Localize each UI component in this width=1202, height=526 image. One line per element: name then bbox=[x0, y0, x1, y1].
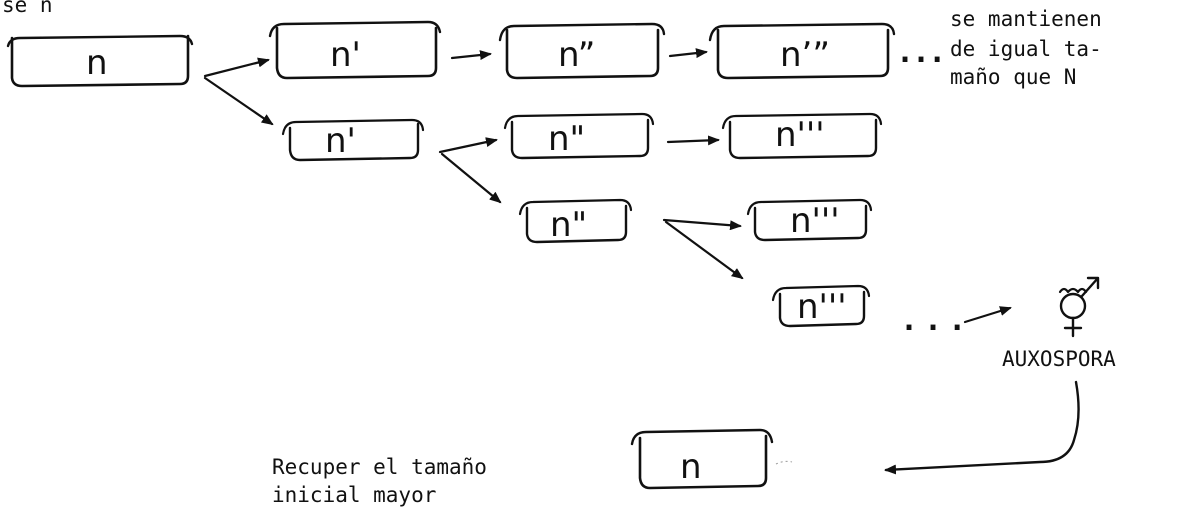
cell-row2-3: n''' bbox=[721, 112, 883, 160]
arrow-to-auxospora bbox=[963, 306, 1012, 324]
arrow-row2-2-to-3 bbox=[666, 135, 720, 146]
recover-line-1: Recuper el tamaño bbox=[272, 455, 487, 479]
note-recover-size: Recuper el tamaño inicial mayor bbox=[272, 455, 487, 507]
cell-row1-2: n” bbox=[498, 22, 666, 80]
arrow-row3-2-to-row4 bbox=[664, 220, 744, 280]
arrow-row1-2-to-3 bbox=[668, 48, 708, 59]
cell-label-row1-2: n” bbox=[558, 35, 595, 75]
recover-line-2: inicial mayor bbox=[272, 483, 436, 507]
note-line-2: de igual ta- bbox=[950, 37, 1102, 61]
cell-label-row3-3: n''' bbox=[790, 201, 840, 241]
cell-parent-n: n bbox=[6, 34, 194, 88]
hermaphrodite-symbol-icon bbox=[1058, 276, 1100, 338]
arrow-auxospora-to-result bbox=[884, 380, 1080, 475]
arrow-row2-1-to-row3 bbox=[440, 152, 502, 204]
arrows bbox=[203, 48, 1080, 475]
cell-label-row1-1: n' bbox=[330, 35, 361, 75]
cell-row1-1: n' bbox=[268, 20, 442, 80]
cell-label-row2-3: n''' bbox=[775, 115, 825, 155]
note-line-1: se mantienen bbox=[950, 7, 1102, 31]
cell-row3-2: n" bbox=[518, 198, 633, 245]
auxospora-label: AUXOSPORA bbox=[1002, 347, 1116, 371]
cell-label-row1-3: n’” bbox=[780, 35, 830, 75]
cell-label-parent: n bbox=[86, 43, 108, 83]
cell-label-row3-2: n" bbox=[550, 205, 587, 245]
note-line-3: maño que N bbox=[950, 65, 1076, 89]
arrow-parent-to-row2 bbox=[203, 76, 274, 126]
ellipsis-row1: ... bbox=[896, 35, 944, 70]
note-same-size: se mantienen de igual ta- maño que N bbox=[950, 7, 1102, 89]
arrow-row3-2-to-3 bbox=[662, 218, 742, 231]
cell-row2-1: n' bbox=[281, 118, 425, 162]
cell-row1-3: n’” bbox=[708, 22, 896, 80]
cell-row2-2: n" bbox=[503, 112, 655, 160]
ellipsis-row4: ... bbox=[900, 303, 972, 338]
arrow-row2-1-to-2 bbox=[438, 137, 498, 154]
cell-label-result: n bbox=[680, 447, 702, 487]
cell-row4-3: n''' bbox=[771, 284, 871, 328]
cell-row3-3: n''' bbox=[746, 198, 873, 242]
top-partial-text: se n bbox=[2, 0, 53, 17]
arrow-row1-1-to-2 bbox=[450, 50, 492, 61]
arrow-parent-to-row1 bbox=[203, 57, 270, 78]
cell-label-row2-2: n" bbox=[548, 119, 585, 159]
cell-result-n: n bbox=[630, 428, 793, 490]
cell-label-row4-3: n''' bbox=[797, 287, 847, 327]
cell-label-row2-1: n' bbox=[325, 121, 356, 161]
